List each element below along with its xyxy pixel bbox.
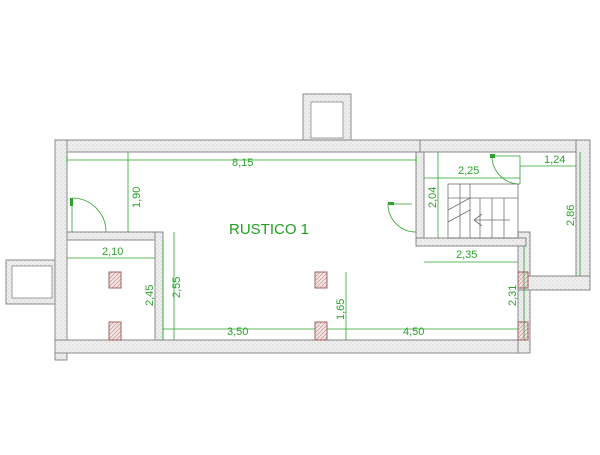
dim-right-height: 2,31 (507, 285, 519, 306)
dim-stair-top-width: 2,25 (458, 165, 479, 177)
dim-left-upper-height: 1,90 (131, 187, 143, 208)
dim-pillar-height: 1,65 (335, 299, 347, 320)
dim-left-room-height-inner: 2,55 (171, 277, 183, 298)
dim-bottom-right-width: 4,50 (403, 326, 424, 338)
dimension-lines (66, 152, 581, 340)
doors (70, 154, 521, 233)
room-name-label: RUSTICO 1 (229, 221, 309, 238)
dim-stair-bottom-width: 2,35 (456, 249, 477, 261)
interior-walls (66, 151, 527, 341)
staircase (447, 183, 519, 239)
dim-left-room-height: 2,45 (144, 285, 156, 306)
dim-stair-height: 2,04 (427, 187, 439, 208)
left-light-well (5, 259, 65, 305)
exterior-walls (54, 139, 591, 361)
dim-bottom-left-width: 3,50 (227, 326, 248, 338)
pillars (108, 271, 529, 341)
dim-right-annex-width: 1,24 (544, 154, 565, 166)
dim-overall-width: 8,15 (232, 157, 253, 169)
dim-left-room-width: 2,10 (102, 246, 123, 258)
dim-right-annex-height: 2,86 (565, 205, 577, 226)
